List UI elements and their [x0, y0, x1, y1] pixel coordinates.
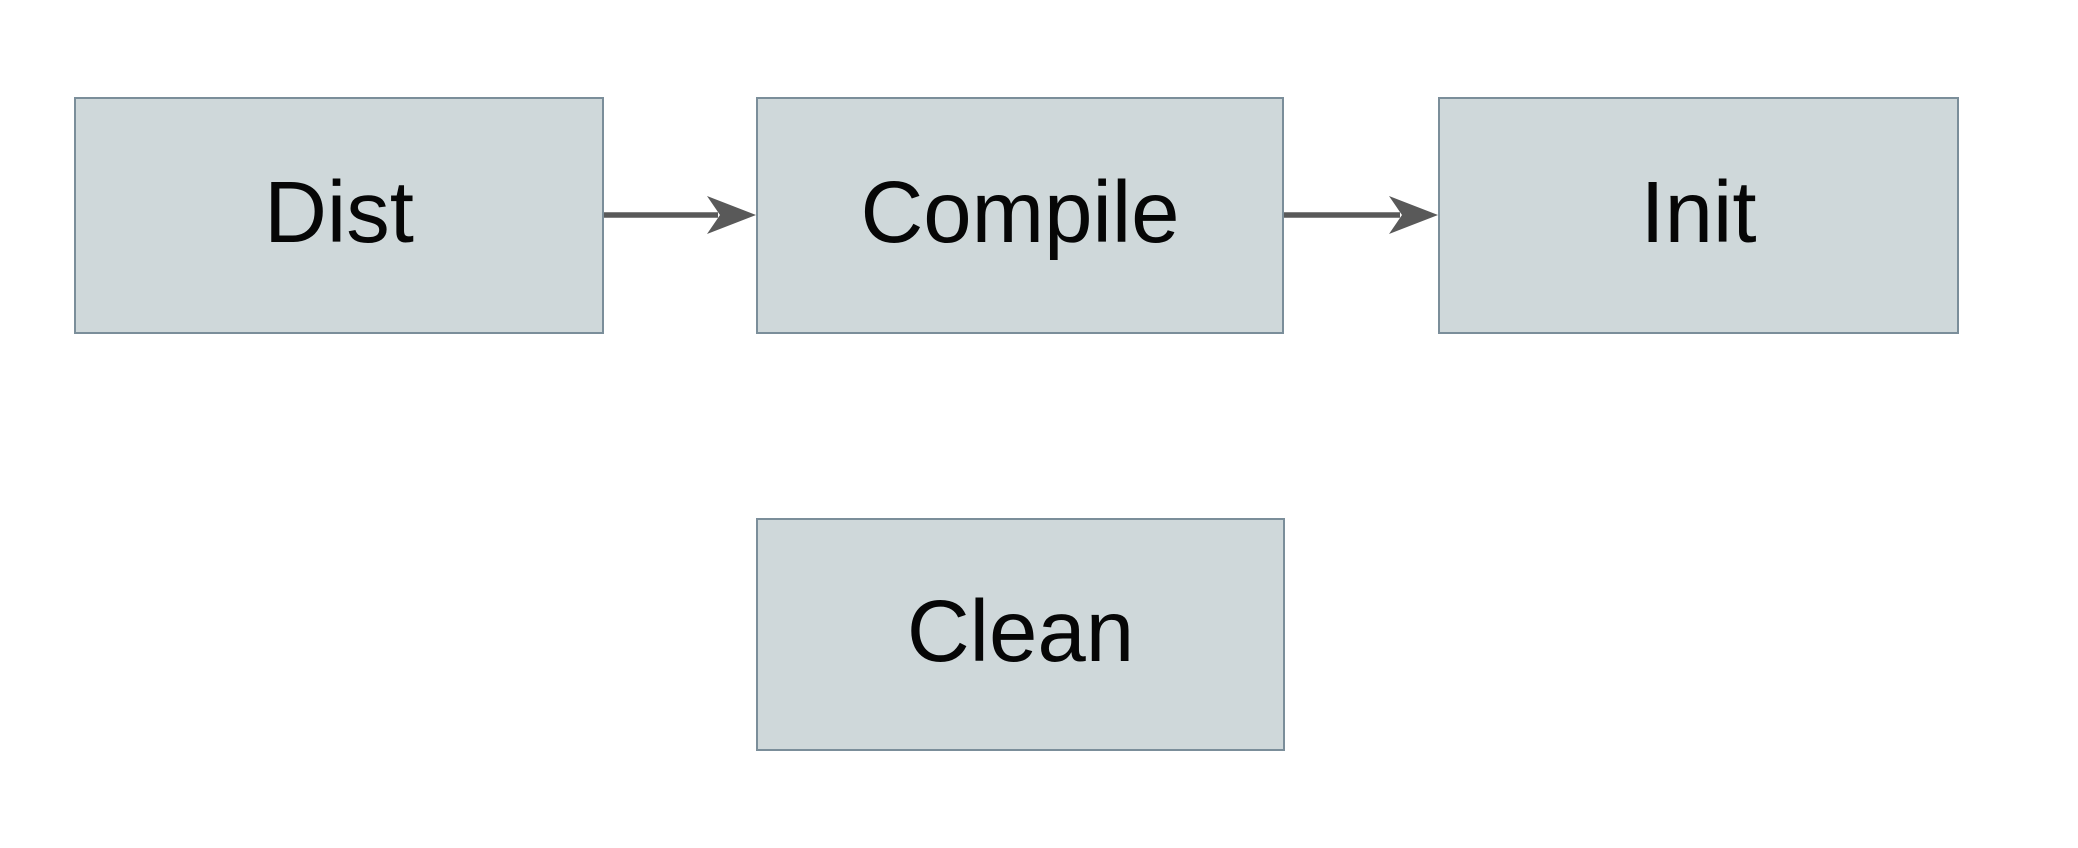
- node-dist-label: Dist: [264, 164, 414, 261]
- node-dist: Dist: [74, 97, 604, 334]
- arrowhead-icon: [1389, 196, 1438, 234]
- arrow-compile-to-init: [1284, 196, 1438, 234]
- node-init: Init: [1438, 97, 1959, 334]
- node-compile: Compile: [756, 97, 1284, 334]
- node-clean-label: Clean: [906, 583, 1135, 680]
- node-clean: Clean: [756, 518, 1285, 751]
- arrowhead-icon: [707, 196, 756, 234]
- node-init-label: Init: [1640, 164, 1757, 261]
- arrow-dist-to-compile: [604, 196, 756, 234]
- node-compile-label: Compile: [860, 164, 1180, 261]
